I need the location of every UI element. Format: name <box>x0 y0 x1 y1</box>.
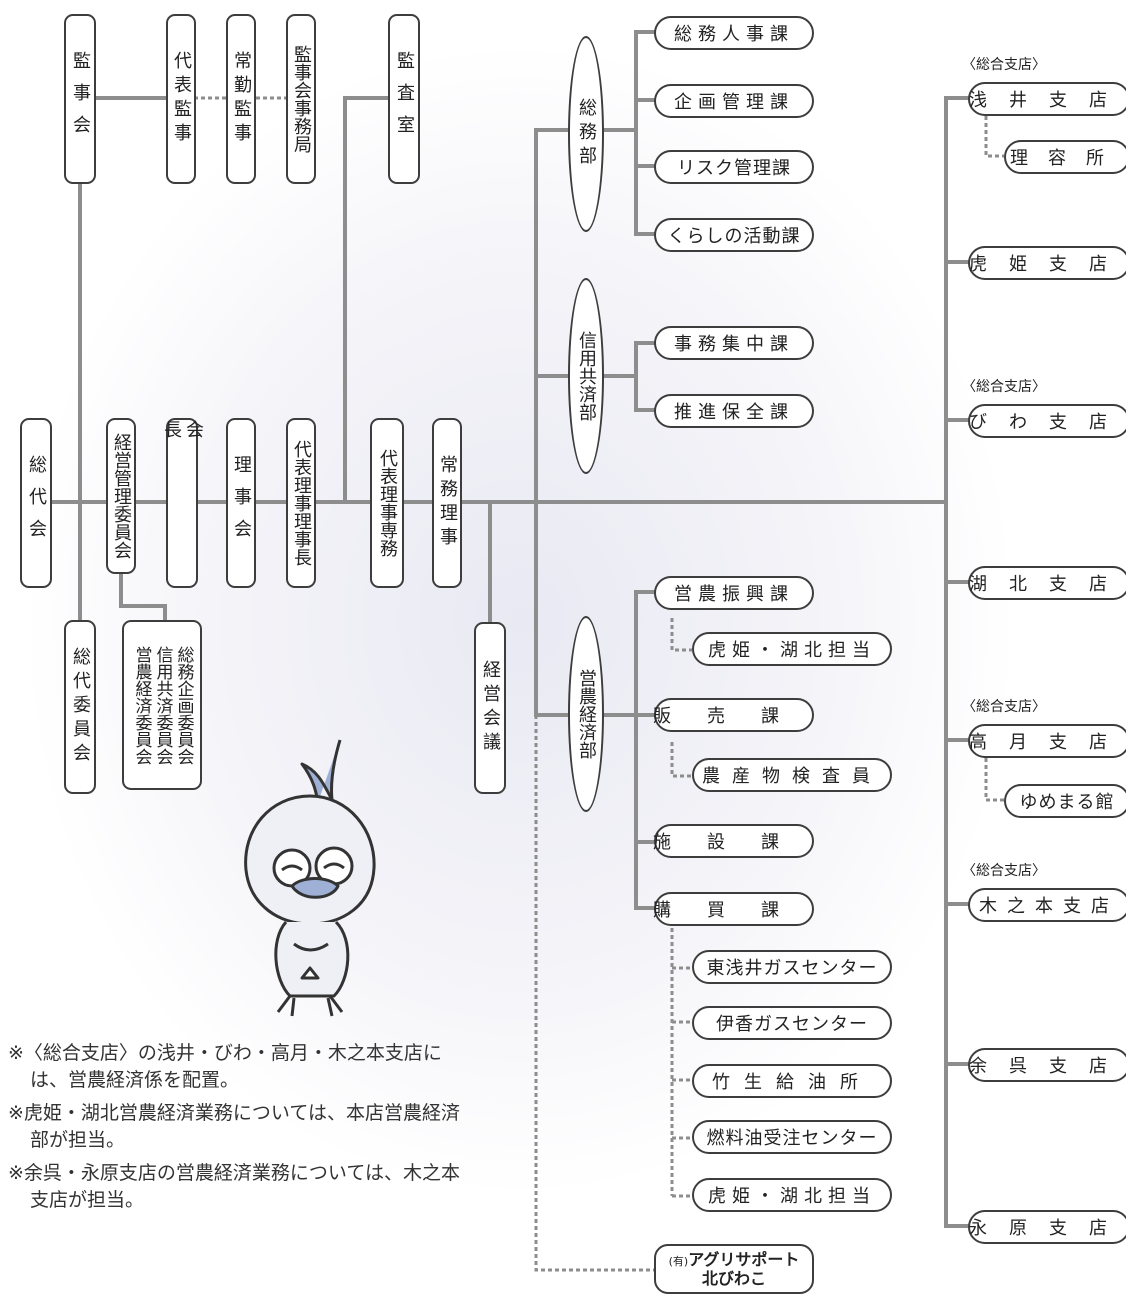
section-jimu-shuchu: 事務集中課 <box>654 326 814 360</box>
section-suishin-hozen: 推進保全課 <box>654 394 814 428</box>
sogo-label-3: 〈総合支店〉 <box>962 699 1046 715</box>
branch-kinomoto: 木之本支店 <box>968 888 1126 922</box>
keiei-kaigi-box: 経営会議 <box>474 622 506 794</box>
somu-bu-oval: 総務部 <box>568 36 604 232</box>
agri-support-box: (有)アグリサポート 北びわこ <box>654 1244 814 1294</box>
branch-takatsuki: 高月支店 <box>968 724 1126 758</box>
section-kobai: 購買課 <box>653 892 814 926</box>
branch-azai: 浅井支店 <box>968 82 1126 116</box>
kobai-sub-3: 竹生給油所 <box>692 1064 892 1098</box>
branch-torahime: 虎姫支店 <box>968 246 1126 280</box>
agri-support-line1: (有)アグリサポート <box>669 1251 800 1270</box>
agri-prefix: (有) <box>668 1255 689 1268</box>
kanjikai-jimukyoku-box: 監事会事務局 <box>286 14 316 184</box>
section-einou-sub: 虎姫・湖北担当 <box>692 632 892 666</box>
sodaikai-box: 総代会 <box>20 418 52 588</box>
kanjikai-box: 監事会 <box>64 14 96 184</box>
footnotes: ※〈総合支店〉の浅井・びわ・高月・木之本支店には、営農経済係を配置。 ※虎姫・湖… <box>8 1040 478 1220</box>
kansashitsu-box: 監査室 <box>388 14 420 184</box>
jomu-riji-box: 常務理事 <box>432 418 462 588</box>
committees-box: 営農経済委員会 信用共済委員会 総務企画委員会 <box>122 620 202 790</box>
kobai-sub-5: 虎姫・湖北担当 <box>692 1178 892 1212</box>
agri-name-2: 北びわこ <box>701 1269 766 1288</box>
committee-3: 総務企画委員会 <box>173 645 194 765</box>
kaicho-box: 会長 <box>161 418 204 588</box>
section-hanbai: 販売課 <box>653 698 814 732</box>
committee-2: 信用共済委員会 <box>152 645 173 765</box>
section-kikaku-kanri: 企画管理課 <box>654 84 814 118</box>
jokin-kanji-box: 常勤監事 <box>226 14 256 184</box>
section-einou-shinko: 営農振興課 <box>654 576 814 610</box>
section-kurashi: くらしの活動課 <box>654 218 814 252</box>
sogo-label-4: 〈総合支店〉 <box>962 863 1046 879</box>
branch-nagahara: 永原支店 <box>968 1210 1126 1244</box>
sodai-iinkai-box: 総代委員会 <box>64 620 96 794</box>
committee-1: 営農経済委員会 <box>131 645 152 765</box>
branch-yogo: 余呉支店 <box>968 1048 1126 1082</box>
daihyo-riji-rijicho-box: 代表理事理事長 <box>286 418 316 588</box>
kobai-sub-2: 伊香ガスセンター <box>692 1006 892 1040</box>
rijikai-box: 理事会 <box>226 418 256 588</box>
footnote-2: ※虎姫・湖北営農経済業務については、本店営農経済部が担当。 <box>8 1102 460 1151</box>
branch-rizou: 理容所 <box>1004 140 1126 174</box>
branch-biwa: びわ支店 <box>968 404 1126 438</box>
footnote-3: ※余呉・永原支店の営農経済業務については、木之本支店が担当。 <box>8 1162 460 1211</box>
footnote-1: ※〈総合支店〉の浅井・びわ・高月・木之本支店には、営農経済係を配置。 <box>8 1042 442 1091</box>
branch-kohoku: 湖北支店 <box>968 566 1126 600</box>
sogo-label-1: 〈総合支店〉 <box>962 57 1046 73</box>
daihyo-kanji-box: 代表監事 <box>166 14 196 184</box>
shinyo-kyosai-bu-oval: 信用共済部 <box>568 278 604 474</box>
agri-name: アグリサポート <box>688 1250 800 1269</box>
section-shisetsu: 施設課 <box>653 824 814 858</box>
keiei-kanri-iinkai-box: 経営管理委員会 <box>106 418 136 574</box>
kobai-sub-4: 燃料油受注センター <box>692 1120 892 1154</box>
section-somu-jinji: 総務人事課 <box>654 16 814 50</box>
mascot-bird-illustration <box>244 739 376 1017</box>
daihyo-riji-senmu-box: 代表理事専務 <box>370 418 404 588</box>
kobai-sub-1: 東浅井ガスセンター <box>692 950 892 984</box>
section-nousanbutsu: 農産物検査員 <box>692 758 892 792</box>
section-risk-kanri: リスク管理課 <box>654 150 814 184</box>
sogo-label-2: 〈総合支店〉 <box>962 379 1046 395</box>
einou-keizai-bu-oval: 営農経済部 <box>568 616 604 812</box>
branch-yumemaru: ゆめまる館 <box>1004 784 1126 818</box>
